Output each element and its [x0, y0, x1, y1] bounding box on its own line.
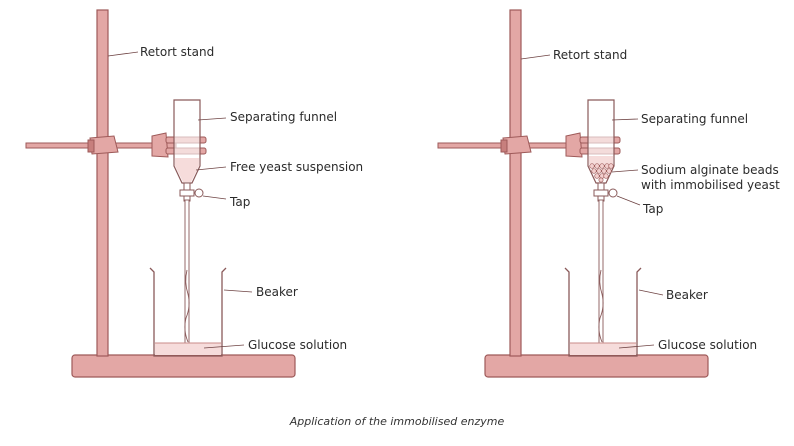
- bead: [594, 173, 600, 179]
- bead: [603, 173, 609, 179]
- left-label-separating-funnel: Separating funnel: [230, 110, 337, 124]
- right-label-retort-stand: Retort stand: [553, 48, 627, 62]
- left-stand-rod: [96, 9, 109, 357]
- right-tap-handle: [608, 188, 618, 198]
- right-leader-tap: [616, 195, 641, 206]
- right-setup: Retort stand Separating funnel Sodium al…: [437, 9, 780, 378]
- right-label-beaker: Beaker: [666, 288, 708, 302]
- right-tap-body: [593, 189, 609, 197]
- left-tap-body: [179, 189, 195, 197]
- left-flow: [184, 269, 190, 343]
- left-leader-beaker: [223, 289, 253, 293]
- right-flow: [598, 269, 604, 343]
- left-setup: Retort stand Separating funnel Free yeas…: [25, 9, 363, 378]
- bead: [598, 177, 604, 183]
- right-glucose-liquid: [570, 343, 636, 355]
- right-label-glucose: Glucose solution: [658, 338, 757, 352]
- left-boss-nut: [87, 139, 95, 153]
- right-funnel-liquid: [589, 156, 613, 164]
- bead: [606, 168, 612, 174]
- left-leader-funnel: [197, 117, 227, 121]
- bead: [608, 163, 614, 169]
- left-tap-handle: [194, 188, 204, 198]
- right-alginate-beads: [589, 163, 614, 183]
- left-stand-base: [71, 354, 296, 378]
- bead: [601, 168, 607, 174]
- right-clamp-jaw: [565, 132, 583, 158]
- left-beaker: [149, 267, 227, 357]
- figure-caption: Application of the immobilised enzyme: [289, 415, 505, 428]
- right-label-beads-line1: Sodium alginate beads: [641, 163, 779, 177]
- left-leader-glucose: [203, 344, 245, 349]
- right-leader-beaker: [638, 289, 664, 296]
- left-label-retort-stand: Retort stand: [140, 45, 214, 59]
- right-boss-nut: [500, 139, 508, 153]
- bead: [594, 163, 600, 169]
- left-label-beaker: Beaker: [256, 285, 298, 299]
- left-label-glucose: Glucose solution: [248, 338, 347, 352]
- bead: [599, 163, 605, 169]
- left-clamp-jaw: [151, 132, 169, 158]
- right-leader-beads: [611, 169, 639, 173]
- left-glucose-liquid: [155, 343, 221, 355]
- bead: [589, 163, 595, 169]
- left-label-free-yeast: Free yeast suspension: [230, 160, 363, 174]
- left-yeast-suspension: [175, 158, 199, 182]
- right-stand-rod: [509, 9, 522, 357]
- left-leader-tap: [202, 195, 227, 200]
- right-leader-retort: [520, 54, 551, 60]
- bead: [596, 168, 602, 174]
- left-leader-retort: [107, 51, 139, 57]
- right-label-tap: Tap: [642, 202, 663, 216]
- right-beaker: [564, 267, 642, 357]
- left-leader-yeast: [195, 166, 227, 171]
- bead: [591, 168, 597, 174]
- right-label-beads-line2: with immobilised yeast: [641, 178, 780, 192]
- right-leader-funnel: [611, 118, 639, 121]
- left-label-tap: Tap: [229, 195, 250, 209]
- right-stand-base: [484, 354, 709, 378]
- right-leader-glucose: [618, 344, 655, 349]
- right-label-separating-funnel: Separating funnel: [641, 112, 748, 126]
